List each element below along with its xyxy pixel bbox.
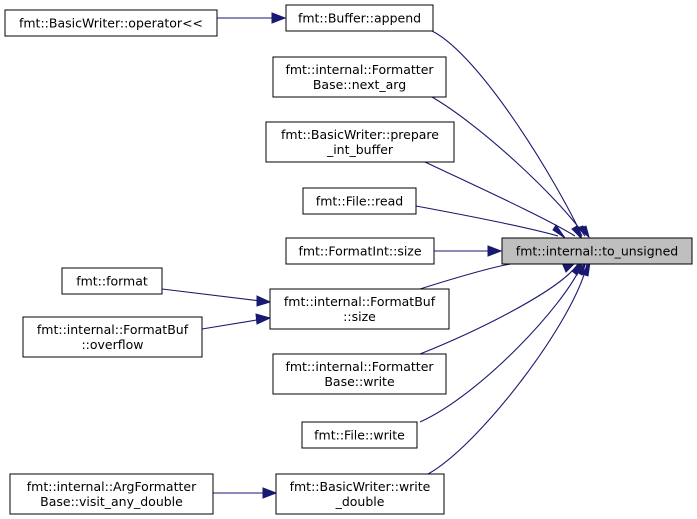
node-label: fmt::internal::FormatBuf bbox=[284, 294, 436, 309]
node-box bbox=[301, 421, 418, 449]
node-label: Base::visit_any_double bbox=[40, 494, 183, 509]
edge-arrowhead bbox=[578, 225, 590, 239]
edge-arrowhead bbox=[576, 261, 587, 276]
node-label: fmt::File::read bbox=[316, 194, 403, 209]
edge-line bbox=[424, 161, 576, 237]
edge-fmt_format-to-formatbuf_size bbox=[161, 288, 272, 307]
node-basicwriter-op[interactable]: fmt::BasicWriter::operator<< bbox=[4, 9, 218, 37]
node-box bbox=[275, 473, 445, 515]
edge-line bbox=[415, 205, 559, 237]
node-formatbuf-overflow[interactable]: fmt::internal::FormatBuf::overflow bbox=[22, 316, 203, 358]
edge-formatbuf_overflow-to-formatbuf_size bbox=[201, 313, 272, 330]
edge-buffer_append-to-to_unsigned bbox=[431, 30, 589, 237]
edge-arrowhead bbox=[255, 313, 272, 325]
node-box bbox=[269, 288, 450, 330]
node-fmt-format[interactable]: fmt::format bbox=[61, 267, 163, 295]
edge-line bbox=[427, 263, 588, 475]
edge-line bbox=[419, 263, 583, 423]
node-label: fmt::format bbox=[76, 274, 148, 289]
node-buffer-append[interactable]: fmt::Buffer::append bbox=[285, 4, 434, 32]
node-layer: fmt::internal::to_unsigned fmt::Buffer::a… bbox=[4, 4, 693, 515]
edge-file_read-to-to_unsigned bbox=[415, 205, 566, 239]
node-label: Base::next_arg bbox=[313, 77, 406, 92]
edge-line bbox=[419, 263, 579, 355]
edge-basicwriter_op-to-buffer_append bbox=[217, 12, 287, 24]
node-label: fmt::Buffer::append bbox=[298, 11, 421, 26]
edge-arrowhead bbox=[571, 225, 583, 240]
node-label: fmt::BasicWriter::prepare bbox=[281, 127, 439, 142]
node-label: fmt::internal::FormatBuf bbox=[37, 322, 189, 337]
edge-visit_any_double-to-write_double bbox=[213, 487, 278, 499]
node-label: ::size bbox=[343, 309, 376, 324]
edge-write_double-to-to_unsigned bbox=[427, 261, 591, 475]
node-label: fmt::internal::Formatter bbox=[285, 62, 434, 77]
edge-arrowhead bbox=[271, 12, 287, 24]
edge-line bbox=[431, 96, 586, 237]
edge-line bbox=[431, 30, 583, 237]
node-label: Base::write bbox=[324, 374, 395, 389]
edge-arrowhead bbox=[256, 295, 272, 307]
node-box bbox=[302, 187, 417, 215]
node-label: fmt::BasicWriter::operator<< bbox=[19, 16, 203, 31]
edge-line bbox=[161, 288, 270, 303]
node-box bbox=[9, 473, 214, 515]
edge-arrowhead bbox=[581, 261, 591, 277]
node-box bbox=[285, 237, 435, 265]
node-box bbox=[272, 353, 447, 395]
node-prepare-int[interactable]: fmt::BasicWriter::prepare_int_buffer bbox=[265, 121, 455, 163]
node-to-unsigned[interactable]: fmt::internal::to_unsigned bbox=[501, 237, 693, 265]
node-label: _int_buffer bbox=[326, 142, 394, 157]
edge-arrowhead bbox=[552, 224, 566, 239]
edge-file_write-to-to_unsigned bbox=[419, 261, 587, 423]
node-label: fmt::internal::to_unsigned bbox=[516, 244, 678, 259]
node-visit-any-double[interactable]: fmt::internal::ArgFormatterBase::visit_a… bbox=[9, 473, 214, 515]
edge-layer bbox=[161, 12, 591, 499]
node-box bbox=[265, 121, 455, 163]
edge-arrowhead bbox=[262, 487, 278, 499]
node-box bbox=[22, 316, 203, 358]
node-formatint-size[interactable]: fmt::FormatInt::size bbox=[285, 237, 435, 265]
edge-arrowhead bbox=[487, 245, 503, 257]
node-file-write[interactable]: fmt::File::write bbox=[301, 421, 418, 449]
node-box bbox=[285, 4, 434, 32]
node-box bbox=[501, 237, 693, 265]
node-label: fmt::BasicWriter::write bbox=[290, 479, 431, 494]
node-box bbox=[4, 9, 218, 37]
edge-prepare_int-to-to_unsigned bbox=[424, 161, 583, 240]
node-file-read[interactable]: fmt::File::read bbox=[302, 187, 417, 215]
node-label: fmt::internal::Formatter bbox=[285, 359, 434, 374]
node-label: fmt::internal::ArgFormatter bbox=[27, 479, 197, 494]
node-label: _double bbox=[335, 494, 385, 509]
node-label: fmt::File::write bbox=[314, 428, 405, 443]
node-label: ::overflow bbox=[81, 337, 143, 352]
node-formatbuf-size[interactable]: fmt::internal::FormatBuf::size bbox=[269, 288, 450, 330]
edge-formatint_size-to-to_unsigned bbox=[434, 245, 503, 257]
node-label: fmt::FormatInt::size bbox=[298, 244, 421, 259]
node-write-double[interactable]: fmt::BasicWriter::write_double bbox=[275, 473, 445, 515]
node-box bbox=[272, 56, 447, 98]
edge-next_arg-to-to_unsigned bbox=[431, 96, 590, 239]
node-box bbox=[61, 267, 163, 295]
